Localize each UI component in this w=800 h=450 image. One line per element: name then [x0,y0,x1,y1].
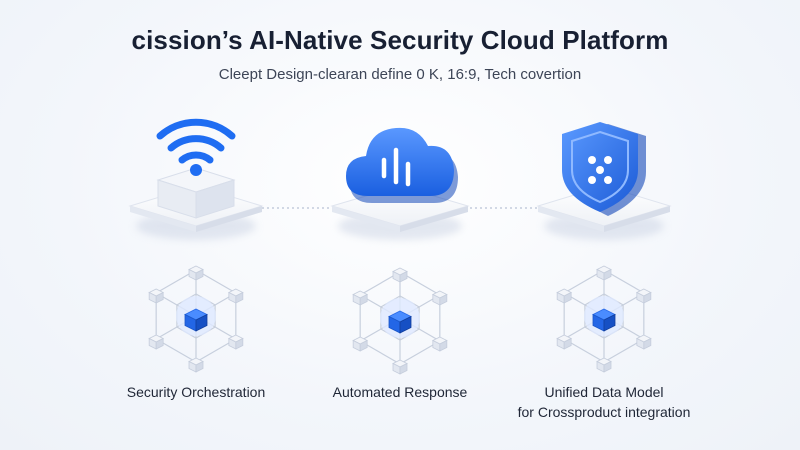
graph-node-4 [596,357,612,373]
graph-node-4 [188,357,204,373]
shield-icon [562,122,646,216]
label-unified-data-model: Unified Data Model for Crossproduct inte… [484,382,724,422]
graph-node-3 [148,334,165,350]
graph-node-1 [596,265,612,281]
graph-node-6 [227,288,244,304]
graph-center-node [592,308,616,332]
cloud-icon [346,127,458,203]
pillar-automated-response [330,127,470,240]
graph-node-3 [556,334,573,350]
graph-node-5 [227,334,244,350]
label-security-orchestration: Security Orchestration [126,384,266,400]
network-graph-3 [556,265,652,373]
network-graph-2 [352,267,448,375]
pillar-unified-data-model [536,122,672,240]
shield-dots [588,156,612,184]
pillar-security-orchestration [128,118,264,240]
network-graph-1 [148,265,244,373]
wifi-icon [156,118,236,176]
graph-node-2 [556,288,573,304]
graph-node-6 [431,290,448,306]
page-title: cission’s AI-Native Security Cloud Platf… [131,25,669,55]
graph-center-node [388,310,412,334]
graph-node-2 [352,290,369,306]
graph-node-3 [352,336,369,352]
graph-node-1 [392,267,408,283]
bars-icon [381,147,411,187]
graph-node-5 [635,334,652,350]
page-subtitle: Cleept Design-clearan define 0 K, 16:9, … [218,66,582,83]
graph-node-2 [148,288,165,304]
label-unified-data-model-line2: for Crossproduct integration [517,404,691,420]
graph-node-5 [431,336,448,352]
label-unified-data-model-line1: Unified Data Model [544,384,664,400]
graph-node-4 [392,359,408,375]
graph-node-6 [635,288,652,304]
label-automated-response: Automated Response [332,384,468,400]
graph-node-1 [188,265,204,281]
router-device [156,167,236,219]
graph-center-node [184,308,208,332]
